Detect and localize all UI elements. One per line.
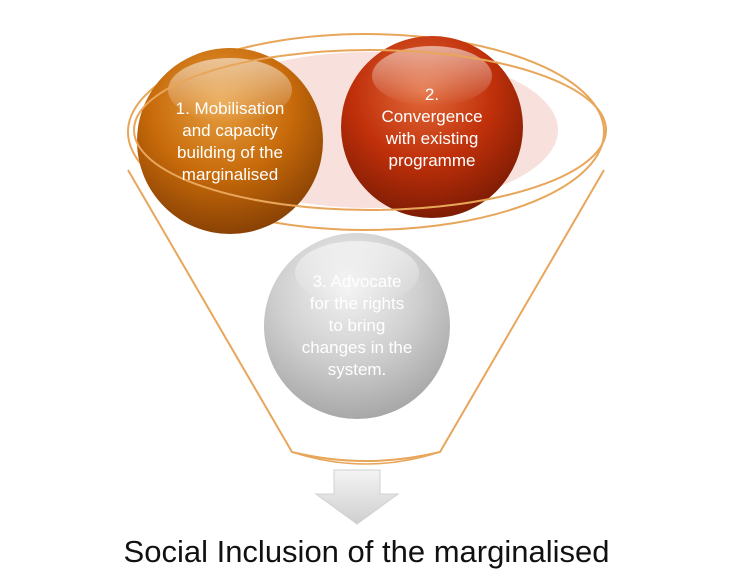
down-arrow-icon — [314, 469, 400, 525]
funnel-rim-inner — [133, 49, 607, 211]
step-1-label: 1. Mobilisation and capacity building of… — [175, 99, 285, 184]
funnel-cone — [127, 169, 605, 465]
outcome-title: Social Inclusion of the marginalised — [123, 534, 610, 569]
step-3-circle — [264, 233, 450, 419]
step-2-label: 2. Convergence with existing programme — [381, 85, 483, 170]
funnel-rim-outer — [127, 33, 605, 231]
step-2-circle — [341, 36, 523, 218]
step-3-label: 3. Advocate for the rights to bring chan… — [301, 272, 413, 379]
